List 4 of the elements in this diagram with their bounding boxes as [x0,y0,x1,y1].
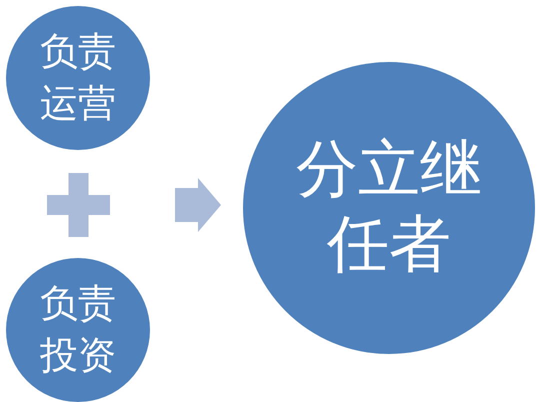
node-label: 负责运营 [39,28,117,126]
node-label: 负责投资 [39,280,117,378]
node-label: 分立继任者 [295,130,483,280]
block-arrow [175,178,221,232]
